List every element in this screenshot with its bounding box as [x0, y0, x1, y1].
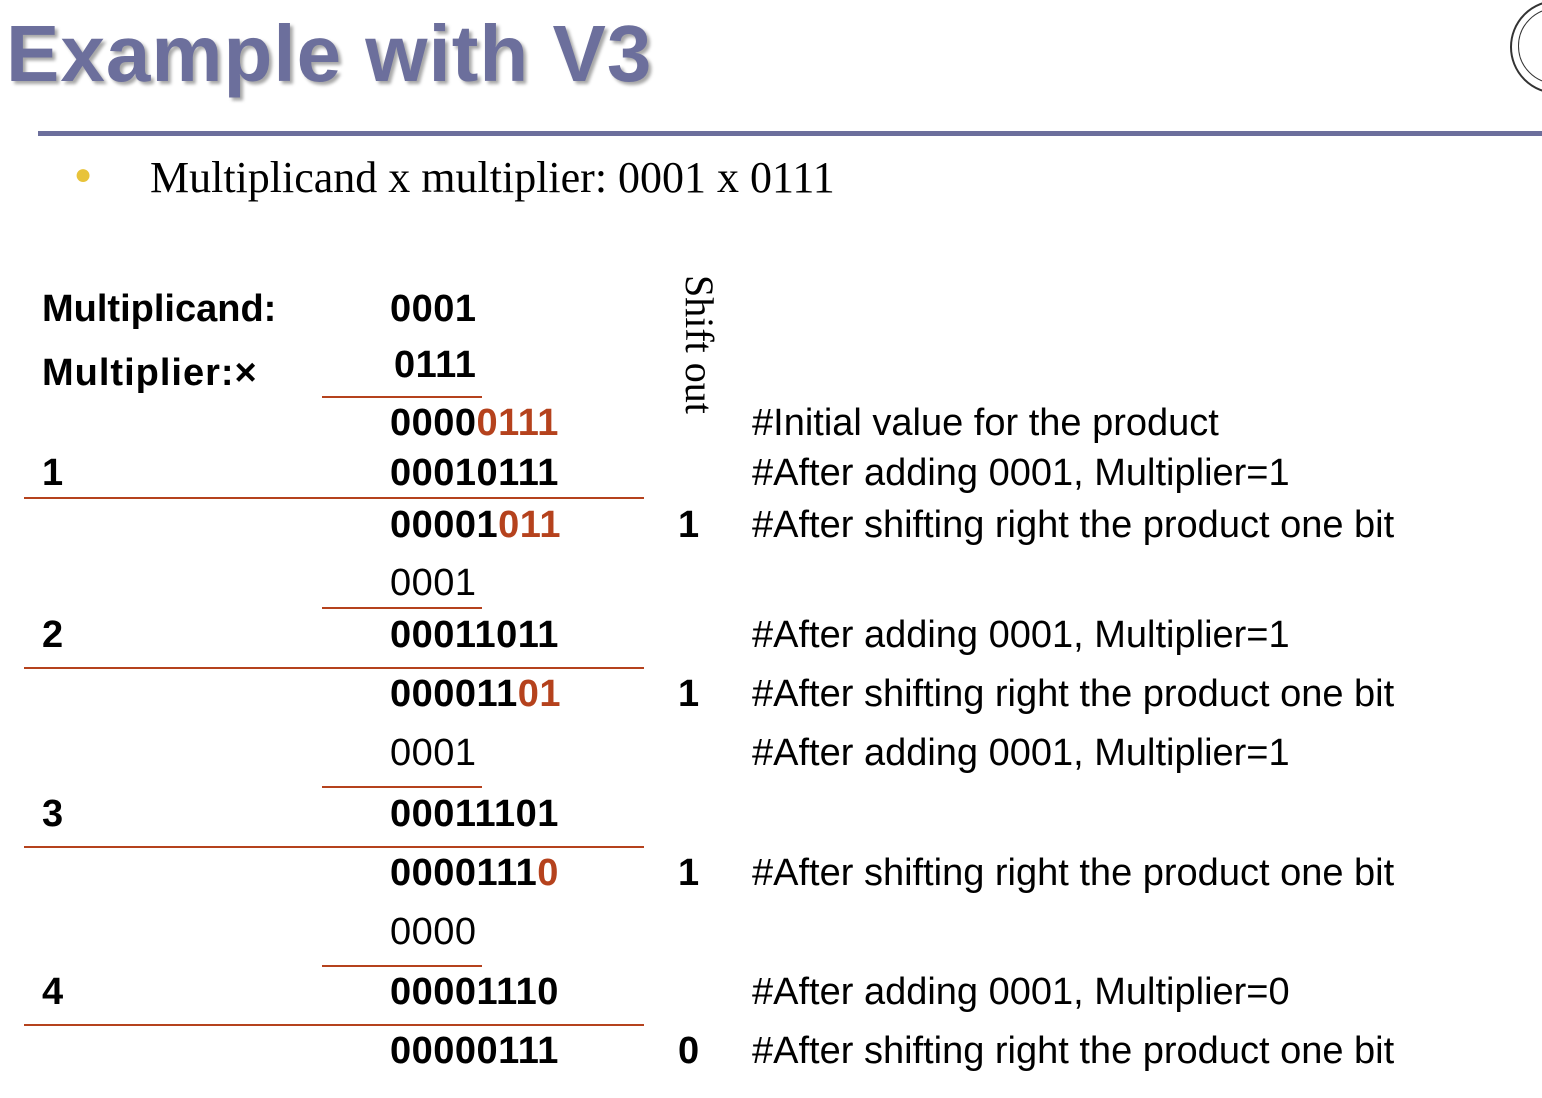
step2-shift-bit: 1	[678, 673, 700, 715]
step4-shift-comment: #After shifting right the product one bi…	[752, 1030, 1395, 1072]
step3-sum: 00011101	[390, 793, 559, 835]
multiplier-label: Multiplier:×	[42, 352, 258, 394]
slide-title: Example with V3	[6, 9, 653, 98]
step4-add-comment: #After adding 0001, Multiplier=0	[752, 971, 1290, 1013]
step-number: 2	[42, 614, 64, 656]
step2-sum: 00011011	[390, 614, 559, 656]
step3-shift-bit: 1	[678, 852, 700, 894]
step1-rule	[24, 497, 644, 499]
step3-shifted: 00001110	[390, 852, 559, 894]
step3-addend: 0001	[390, 732, 477, 774]
bullet-text: Multiplicand x multiplier: 0001 x 0111	[150, 153, 835, 202]
step4-sum: 00001110	[390, 971, 559, 1013]
step4-addend-rule	[322, 965, 482, 967]
step2-shift-comment: #After shifting right the product one bi…	[752, 673, 1395, 715]
multiplicand-value: 0001	[390, 288, 477, 330]
step4-addend: 0000	[390, 911, 477, 953]
multiplicand-label: Multiplicand:	[42, 288, 277, 330]
step2-shifted: 00001101	[390, 673, 561, 715]
university-seal-logo	[1510, 0, 1542, 94]
step1-add-comment: #After adding 0001, Multiplier=1	[752, 452, 1290, 494]
step1-shift-comment: #After shifting right the product one bi…	[752, 504, 1395, 546]
shift-out-heading: Shift out	[677, 275, 722, 414]
step-number: 3	[42, 793, 64, 835]
step2-add-comment: #After adding 0001, Multiplier=1	[752, 614, 1290, 656]
multiplier-value: 0111	[394, 344, 477, 386]
operand-rule	[322, 396, 482, 398]
step-number: 4	[42, 971, 64, 1013]
step1-sum: 00010111	[390, 452, 559, 494]
initial-comment: #Initial value for the product	[752, 402, 1219, 444]
step1-shift-bit: 1	[678, 504, 700, 546]
step4-rule	[24, 1024, 644, 1026]
step4-shift-bit: 0	[678, 1030, 700, 1072]
step3-shift-comment: #After shifting right the product one bi…	[752, 852, 1395, 894]
step-number: 1	[42, 452, 64, 494]
step2-rule	[24, 667, 644, 669]
step3-addend-rule	[322, 786, 482, 788]
bullet-icon: ●	[74, 158, 93, 191]
step3-rule	[24, 846, 644, 848]
step4-shifted: 00000111	[390, 1030, 559, 1072]
title-divider	[38, 131, 1542, 136]
step2-addend-rule	[322, 607, 482, 609]
step3-add-comment: #After adding 0001, Multiplier=1	[752, 732, 1290, 774]
initial-product: 00000111	[390, 402, 559, 444]
step2-addend: 0001	[390, 562, 477, 604]
step1-shifted: 00001011	[390, 504, 561, 546]
